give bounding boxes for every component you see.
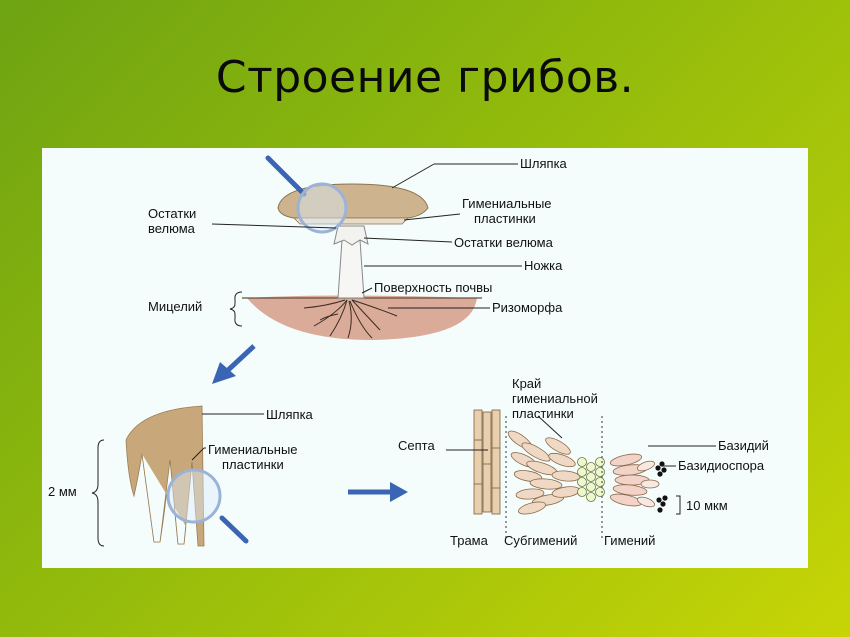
label-veil-remains-right: Остатки велюма	[454, 235, 554, 250]
label-edge-line1: Край	[512, 376, 541, 391]
magnifier-handle-mid	[219, 515, 249, 544]
magnifier-lens-top	[296, 182, 348, 234]
subhymenium-cells	[507, 430, 581, 515]
label-stem: Ножка	[524, 258, 563, 273]
veil-remains	[333, 225, 369, 246]
basidiospores	[655, 461, 668, 513]
label-basidiospore: Базидиоспора	[678, 458, 765, 473]
label-trama: Трама	[450, 533, 489, 548]
label-soil-surface: Поверхность почвы	[374, 280, 492, 295]
magnifier-handle-top	[265, 155, 307, 197]
label-edge-line3: пластинки	[512, 406, 574, 421]
label-basidium: Базидий	[718, 438, 769, 453]
gills	[293, 217, 409, 225]
label-rhizomorph: Ризоморфа	[492, 300, 563, 315]
round-cells	[577, 457, 605, 502]
label-cap: Шляпка	[520, 156, 568, 171]
hymenium-micro	[446, 409, 716, 540]
arrow-right	[348, 482, 408, 502]
stem	[337, 239, 365, 299]
label-gills-line1: Гимениальные	[462, 196, 552, 211]
label-gills-line2: пластинки	[474, 211, 536, 226]
arrow-down-left	[212, 344, 256, 384]
mushroom-structure-diagram: Шляпка Гимениальные пластинки Остатки ве…	[48, 155, 769, 548]
label-edge-line2: гимениальной	[512, 391, 598, 406]
label-scale-10um: 10 мкм	[686, 498, 728, 513]
label-veil-remains-left-line1: Остатки	[148, 206, 196, 221]
label-scale-2mm: 2 мм	[48, 484, 77, 499]
label-subhymenium: Субгимений	[504, 533, 577, 548]
label-hymenium: Гимений	[604, 533, 655, 548]
whole-mushroom	[211, 155, 522, 340]
slide-title: Строение грибов.	[215, 52, 635, 103]
diagram-panel: Шляпка Гимениальные пластинки Остатки ве…	[42, 148, 808, 568]
label-cap-section: Шляпка	[266, 407, 314, 422]
label-gills-section-line1: Гимениальные	[208, 442, 298, 457]
trama-hyphae	[473, 409, 501, 515]
cap-section	[91, 405, 264, 547]
label-veil-remains-left-line2: велюма	[148, 221, 196, 236]
magnifier-lens-mid	[166, 468, 222, 524]
basidia-outer	[637, 460, 660, 508]
rhizomorph-roots	[303, 299, 398, 339]
label-mycelium: Мицелий	[148, 299, 202, 314]
label-gills-section-line2: пластинки	[222, 457, 284, 472]
label-septum: Септа	[398, 438, 435, 453]
soil-mound	[247, 295, 477, 340]
